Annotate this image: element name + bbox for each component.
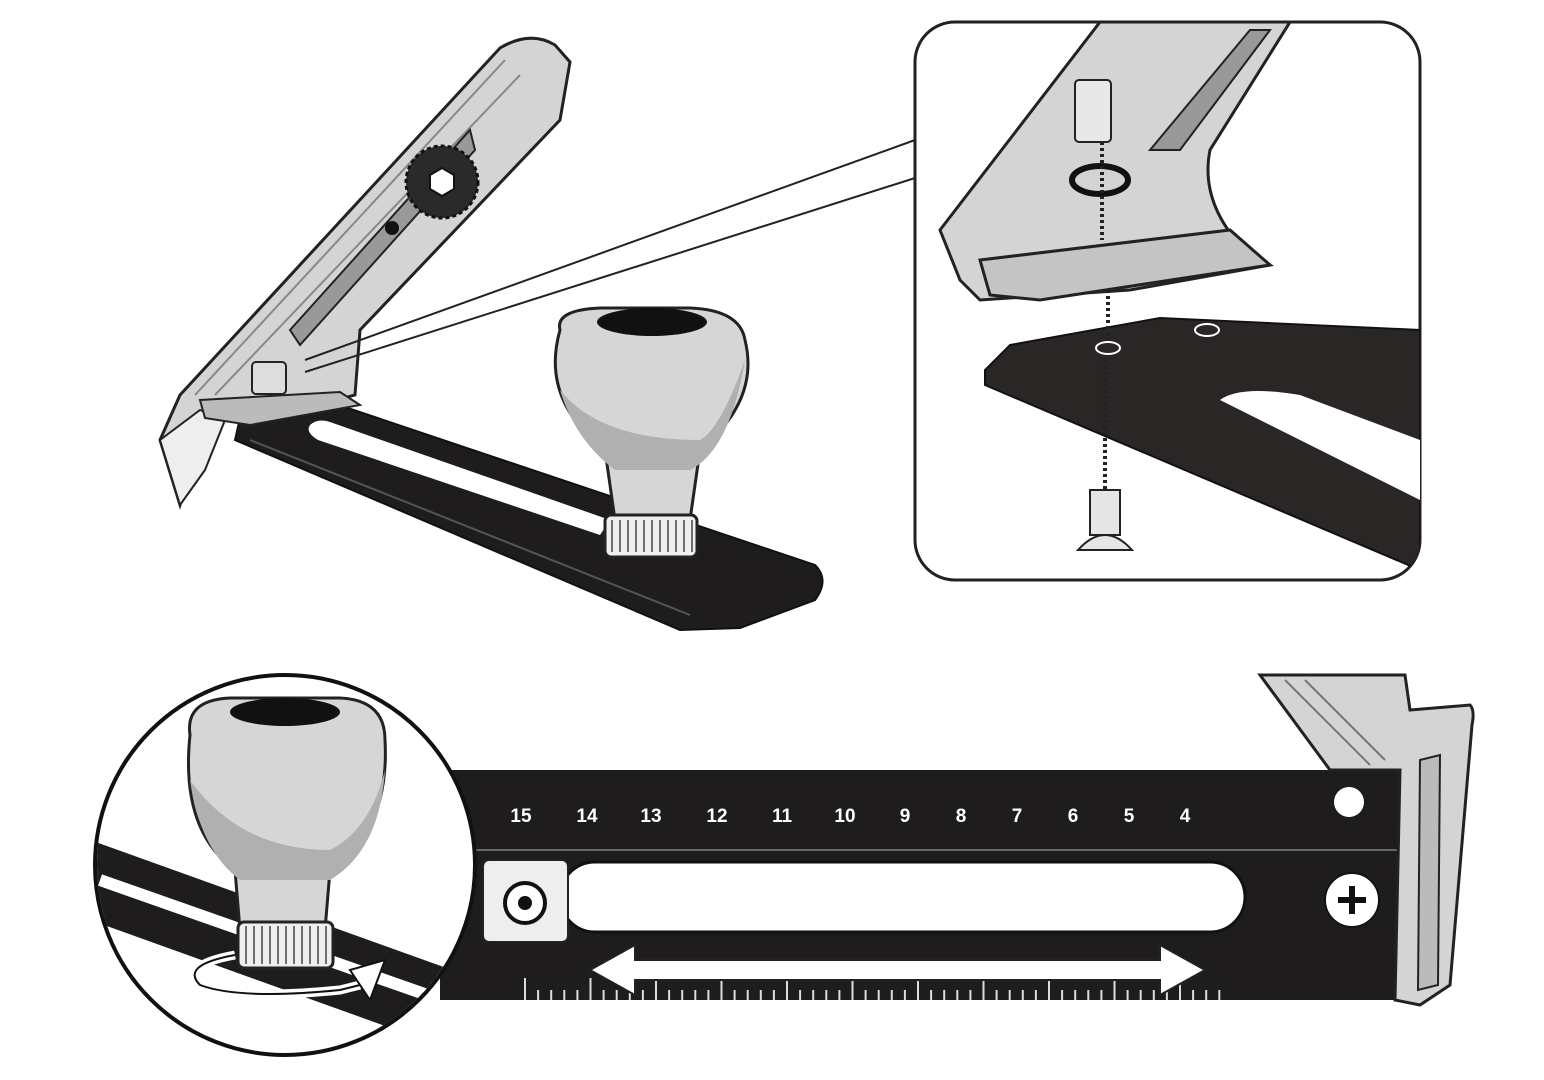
thumb-screw	[251, 361, 287, 395]
scale-label: 10	[834, 806, 855, 827]
rail-slot	[308, 420, 610, 535]
blade	[158, 408, 227, 508]
assembled-cutter-view	[158, 36, 916, 632]
scale-label: 11	[772, 806, 793, 827]
scale-label: 5	[1124, 806, 1135, 827]
rotate-arrow-icon	[190, 950, 387, 1003]
scale-label: 7	[1012, 806, 1023, 827]
knob-icon	[553, 306, 750, 559]
callout-lines	[304, 139, 916, 373]
screw-icon	[1075, 489, 1135, 551]
double-arrow-icon	[587, 943, 1208, 997]
scale-label: 12	[706, 806, 727, 827]
exploded-detail-view	[913, 20, 1422, 582]
scale-label: 15	[510, 806, 532, 827]
ruler-slot	[558, 860, 1247, 934]
scale-label: 9	[900, 806, 911, 827]
scale-label: 8	[956, 806, 967, 827]
rail-detail	[984, 316, 1420, 572]
ruler-view: 15 14 13 12 11 10 9 8 7 6 5 4	[440, 673, 1475, 1007]
knob-detail-circle	[93, 673, 477, 1057]
ruler-ticks	[524, 978, 1221, 1000]
scale-label: 6	[1068, 806, 1079, 827]
scale-label: 14	[576, 806, 598, 827]
scale-label: 13	[640, 806, 661, 827]
scale-label: 4	[1180, 806, 1191, 827]
